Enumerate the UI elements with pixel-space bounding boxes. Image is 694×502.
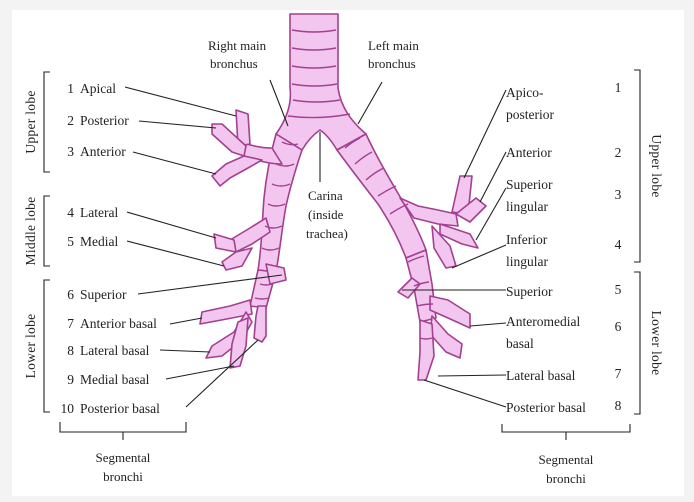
bracket-footer-right [502, 424, 630, 440]
left-segment-name: posterior [506, 107, 554, 122]
footer-left-line-1: Segmental [96, 450, 151, 465]
seg-r-anterior [212, 156, 262, 186]
left-segment-name: basal [506, 336, 534, 351]
right-segment-number: 5 [67, 234, 74, 249]
leader-left-main [358, 82, 382, 124]
seg-r-medial [222, 248, 252, 270]
footer-right-line-2: bronchi [546, 471, 586, 486]
right-segment-number: 4 [67, 205, 74, 220]
right-segment-number: 7 [67, 316, 74, 331]
carina-label-1: Carina [308, 188, 343, 203]
left-segment-number: 3 [615, 187, 622, 202]
left-segment-number: 5 [615, 282, 622, 297]
carina-label-3: trachea) [306, 226, 348, 241]
left-main-bronchus [337, 134, 426, 258]
right-segment-number: 9 [67, 372, 74, 387]
right-segment-name: Anterior [80, 144, 126, 159]
seg-r-superior [266, 264, 286, 284]
right-segment-name: Medial basal [80, 372, 150, 387]
leader-r7 [170, 318, 202, 324]
left-segment-number: 7 [615, 366, 622, 381]
leader-r3 [133, 152, 216, 174]
left-segment-name: lingular [506, 254, 548, 269]
right-lung-segment-labels: 1Apical2Posterior3Anterior4Lateral5Media… [61, 81, 161, 416]
leader-r8 [160, 350, 210, 352]
right-main-bronchus-label-2: bronchus [210, 56, 258, 71]
left-segment-name: Superior [506, 177, 553, 192]
right-segment-name: Lateral basal [80, 343, 150, 358]
right-segment-name: Anterior basal [80, 316, 157, 331]
footer-right-line-1: Segmental [539, 452, 594, 467]
right-segment-name: Superior [80, 287, 127, 302]
leader-l4 [452, 245, 506, 268]
bracket-left-middle [44, 196, 50, 266]
left-segment-name: Anteromedial [506, 314, 580, 329]
trachea [276, 14, 366, 150]
left-segment-name: Superior [506, 284, 553, 299]
left-segment-name: lingular [506, 199, 548, 214]
seg-l-posterior-basal [418, 320, 434, 380]
left-segment-name: Inferior [506, 232, 548, 247]
leader-l8 [424, 380, 506, 407]
right-segment-number: 8 [67, 343, 74, 358]
lobe-label-lower-left: Lower lobe [23, 314, 38, 379]
leader-r4 [127, 212, 216, 238]
lobe-label-upper-left: Upper lobe [23, 90, 38, 153]
right-segment-number: 6 [67, 287, 74, 302]
bracket-left-upper [44, 72, 50, 172]
left-segment-number: 6 [615, 319, 622, 334]
left-segment-number: 1 [615, 80, 622, 95]
left-segment-name: Lateral basal [506, 368, 576, 383]
left-segment-number: 8 [615, 398, 622, 413]
leader-l3 [476, 188, 506, 240]
right-segment-number: 1 [67, 81, 74, 96]
left-segment-name: Anterior [506, 145, 552, 160]
seg-r-lateral [214, 234, 236, 252]
leader-r2 [139, 121, 216, 128]
carina-label-2: (inside [308, 207, 344, 222]
right-segment-name: Lateral [80, 205, 118, 220]
right-segment-name: Apical [80, 81, 116, 96]
leader-right-main [270, 80, 288, 126]
right-segment-number: 2 [67, 113, 74, 128]
right-segment-number: 10 [61, 401, 75, 416]
seg-r-posterior-basal [254, 306, 266, 342]
left-main-bronchus-label-2: bronchus [368, 56, 416, 71]
right-main-bronchus-label-1: Right main [208, 38, 267, 53]
lobe-label-upper-right: Upper lobe [649, 134, 664, 197]
right-segment-number: 3 [67, 144, 74, 159]
left-segment-name: Posterior basal [506, 400, 586, 415]
lobe-label-lower-right: Lower lobe [649, 311, 664, 376]
seg-r-medial-basal [230, 318, 248, 368]
leader-r5 [127, 241, 224, 266]
leader-l7 [438, 375, 506, 376]
left-segment-number: 2 [615, 145, 622, 160]
right-segment-name: Posterior [80, 113, 129, 128]
bracket-right-lower [634, 272, 640, 414]
bracket-left-lower [44, 280, 50, 412]
footer-left-line-2: bronchi [103, 469, 143, 484]
bracket-footer-left [60, 422, 186, 440]
left-segment-name: Apico- [506, 85, 544, 100]
left-main-bronchus-label-1: Left main [368, 38, 419, 53]
right-segment-name: Posterior basal [80, 401, 160, 416]
leader-r1 [125, 87, 236, 116]
left-segment-number: 4 [615, 237, 622, 252]
bracket-right-upper [634, 70, 640, 262]
right-segment-name: Medial [80, 234, 118, 249]
leader-l6 [470, 323, 506, 326]
lobe-label-middle-left: Middle lobe [23, 197, 38, 266]
